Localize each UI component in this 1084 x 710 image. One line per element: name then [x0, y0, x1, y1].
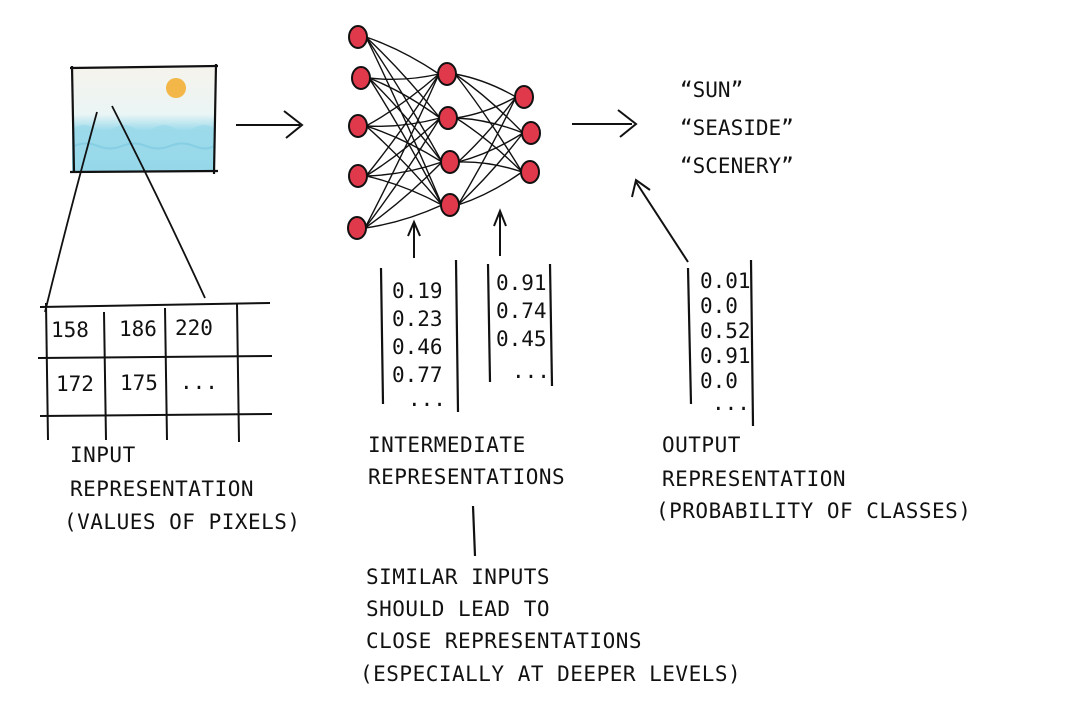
network-connection [364, 117, 441, 229]
pixel-grid [37, 302, 273, 443]
network-connection [365, 73, 440, 177]
network-connection [368, 73, 440, 81]
network-connection [365, 36, 440, 75]
intermediate-vector-b-value: ... [512, 359, 550, 383]
image-to-grid-lines [44, 105, 206, 313]
output-vector-value: 0.91 [700, 344, 751, 368]
neuron-node [348, 25, 368, 49]
network-connection [457, 171, 523, 206]
note-line: (ESPECIALLY AT DEEPER LEVELS) [360, 662, 742, 686]
output-caption-line: OUTPUT [662, 433, 741, 457]
note-line: SHOULD LEAD TO [366, 597, 551, 621]
network-connection [364, 204, 443, 229]
intermediate-caption-line: INTERMEDIATE [368, 433, 526, 457]
network-connection [368, 77, 443, 163]
intermediate-vector-b-value: 0.91 [496, 271, 547, 295]
pixel-value: 186 [119, 317, 157, 341]
arrow-vector-a-to-layer [407, 219, 421, 258]
network-connection [365, 161, 443, 177]
network-connection [364, 73, 440, 229]
network-connection [365, 175, 443, 206]
network-connection [365, 36, 441, 119]
neuron-node [351, 66, 371, 90]
neuron-node [521, 121, 541, 145]
output-vector-value: 0.01 [700, 269, 751, 293]
input-caption-line: (VALUES OF PIXELS) [64, 510, 301, 534]
class-label-sun: “SUN” [680, 78, 744, 102]
network-connection [455, 117, 523, 173]
neuron-node [348, 164, 368, 188]
class-label-scenery: “SCENERY” [680, 154, 794, 178]
intermediate-caption-line: REPRESENTATIONS [368, 465, 566, 489]
network-connection [455, 96, 517, 119]
network-connection [454, 73, 523, 173]
class-label-seaside: “SEASIDE” [680, 116, 794, 140]
intermediate-vector-a-value: 0.46 [392, 335, 443, 359]
neuron-node [440, 150, 460, 174]
network-connection [365, 117, 441, 127]
arrow-output-to-classes [631, 178, 689, 263]
network-connection [368, 77, 443, 206]
network-connection [368, 77, 441, 119]
output-vector-value: 0.0 [700, 369, 738, 393]
pixel-value: 220 [175, 316, 213, 340]
network-connection [454, 73, 517, 98]
output-vector-value: 0.52 [700, 319, 751, 343]
neuron-node [347, 216, 367, 240]
sun-icon [166, 78, 186, 98]
arrow-image-to-network [236, 110, 304, 139]
output-caption-line: REPRESENTATION [662, 467, 847, 491]
neuron-node [520, 160, 540, 184]
network-connection [454, 73, 524, 134]
pixel-value: 158 [51, 318, 89, 342]
intermediate-vector-a-value: 0.77 [392, 363, 443, 387]
network-connection [364, 161, 443, 229]
output-vector-value: ... [712, 391, 750, 415]
neuron-node [438, 106, 458, 130]
neuron-node [348, 114, 368, 138]
network-connection [365, 36, 443, 163]
pixel-value: ... [180, 370, 218, 394]
intermediate-vector-a-value: ... [408, 387, 446, 411]
network-connections [364, 36, 524, 229]
note-line: SIMILAR INPUTS [366, 565, 551, 589]
network-connection [365, 125, 443, 206]
intermediate-vector-b-value: 0.74 [496, 299, 547, 323]
input-caption-line: INPUT [70, 443, 136, 467]
intermediate-vector-a-value: 0.19 [392, 279, 443, 303]
network-neurons [347, 25, 541, 240]
network-connection [365, 73, 440, 127]
network-connection [365, 36, 443, 206]
output-caption-line: (PROBABILITY OF CLASSES) [656, 499, 972, 523]
intermediate-vector-b-value: 0.45 [496, 327, 547, 351]
network-connection [457, 132, 524, 206]
network-connection [457, 161, 523, 173]
network-connection [455, 117, 524, 134]
network-connection [457, 96, 517, 206]
input-image [69, 63, 219, 175]
note-connector-line [471, 505, 477, 557]
neuron-node [440, 193, 460, 217]
pixel-value: 175 [120, 371, 158, 395]
network-connection [457, 96, 517, 163]
input-caption-line: REPRESENTATION [70, 477, 255, 501]
neuron-node [514, 85, 534, 109]
pixel-value: 172 [56, 372, 94, 396]
network-connection [365, 117, 441, 177]
vector-b-brackets [486, 263, 554, 387]
output-vector-brackets [686, 259, 755, 427]
network-connection [365, 125, 443, 163]
arrow-vector-b-to-layer [493, 208, 507, 256]
output-vector-value: 0.0 [700, 294, 738, 318]
network-connection [457, 132, 524, 163]
intermediate-vector-a-value: 0.23 [392, 307, 443, 331]
arrow-network-to-classes [572, 109, 638, 138]
vector-a-brackets [379, 259, 460, 413]
note-line: CLOSE REPRESENTATIONS [366, 629, 643, 653]
neuron-node [437, 62, 457, 86]
